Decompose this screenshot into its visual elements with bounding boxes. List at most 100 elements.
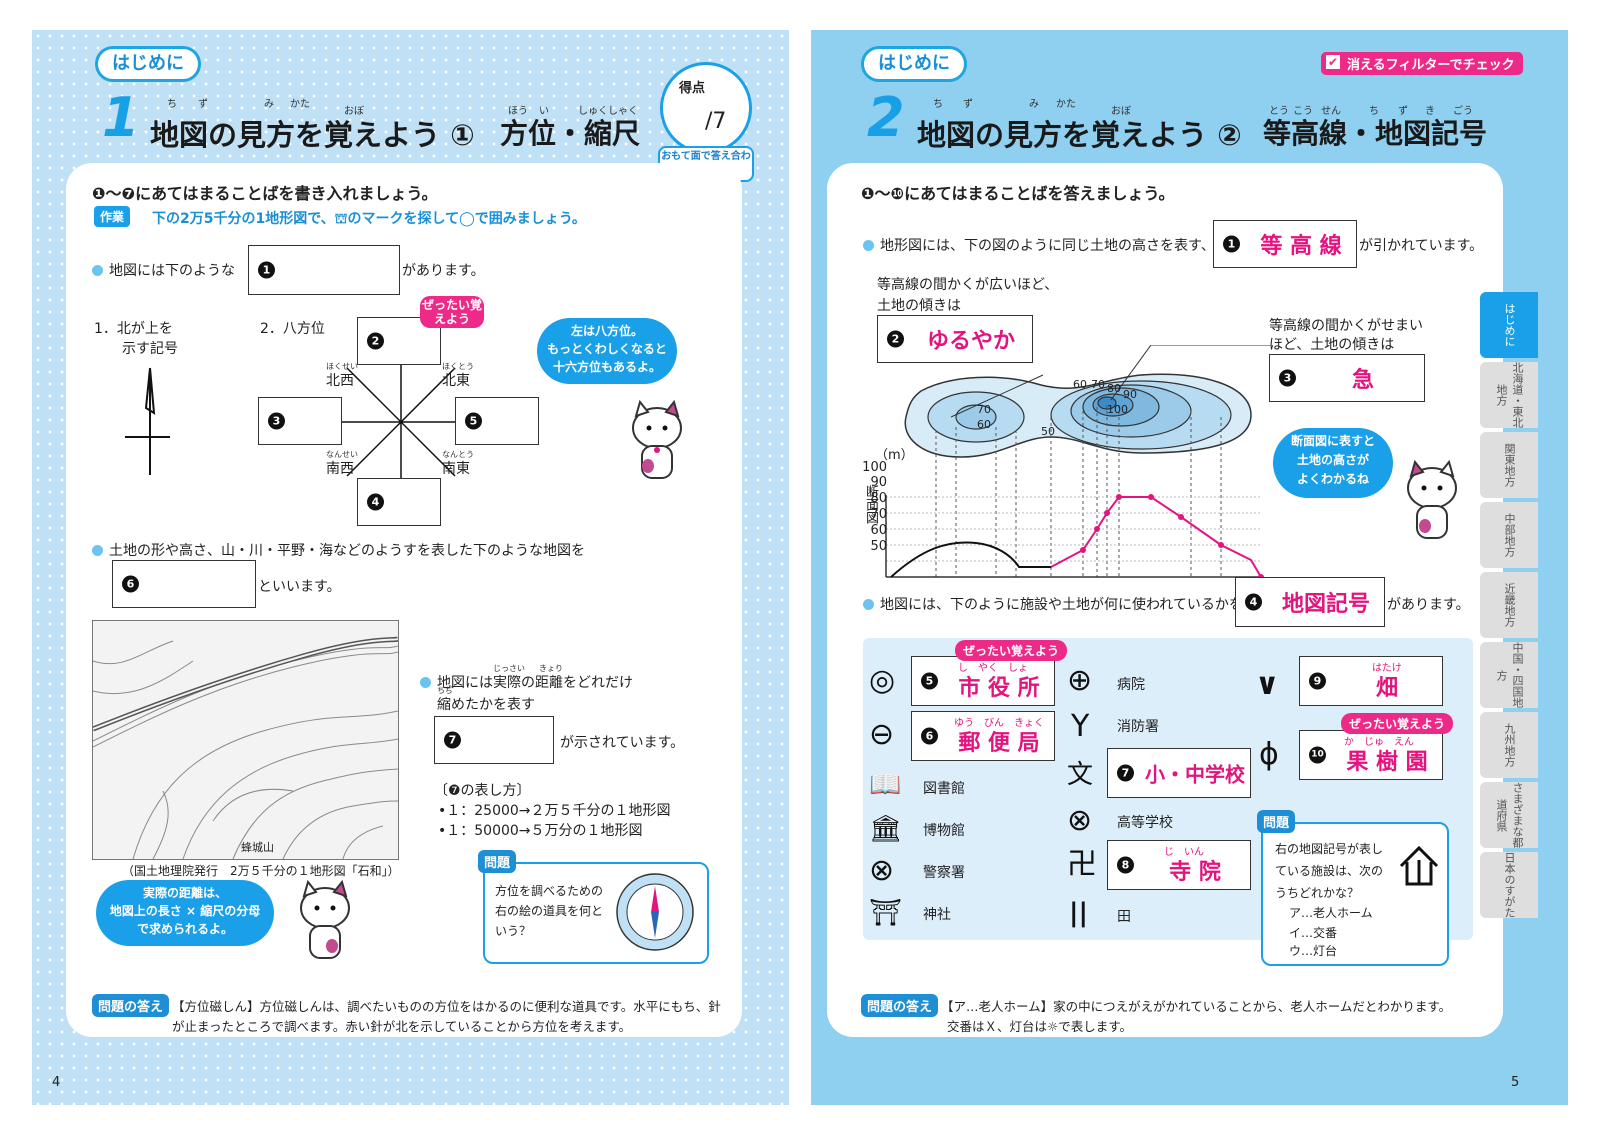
north-symbol [125,367,170,475]
speech-bubble-scale: 実際の距離は、 地図上の長さ × 縮尺の分母 で求められるよ。 [96,880,274,946]
ruby: きょり [539,664,563,673]
topo-map-drawing [93,636,398,859]
answer-box-3[interactable]: 3 [258,397,342,445]
instruction: ❶〜❼にあてはまることばを書き入れましょう。 [92,184,438,203]
speech-bubble-profile: 断面図に表すと 土地の高さが よくわかるね [1273,428,1393,498]
tab-chubu[interactable]: 中部地方 [1480,502,1538,568]
narrow-text: ほど、土地の傾きは [1269,337,1395,353]
problem-box: 右の地図記号が表し ている施設は、次の うちどれかな？ ア…老人ホーム イ…交番… [1261,822,1449,966]
profile-tick: 80 [870,491,887,506]
contour-label: 90 [1123,388,1137,401]
right-page: はじめに ✔ 消えるフィルターでチェック 2 地図の見方を覚えよう ② 等高線・… [811,30,1568,1105]
orchard-symbol-icon: ɸ [1259,737,1279,772]
q7-text-2: 縮めたかを表す [437,697,535,713]
tab-intro[interactable]: はじめに [1480,292,1538,358]
dir-nw: 北西 [326,373,354,389]
map-caption: （国土地理院発行 2万５千分の１地形図「石和」） [122,864,400,878]
dir-ne: 北東 [442,373,470,389]
tab-kyushu[interactable]: 九州地方 [1480,712,1538,778]
ruby: かた [1056,99,1076,110]
page-subtitle: 方位・縮尺 [500,117,641,150]
symbol-label: 病院 [1117,677,1145,693]
zettai-badge: ぜったい覚えよう [420,296,484,328]
fire-station-symbol-icon: Y [1071,709,1090,744]
scale-title: 〔❼の表し方〕 [434,783,531,799]
page-title: 地図の見方を覚えよう ① [150,118,475,152]
q4-post: があります。 [1387,597,1470,613]
problem-option: イ…交番 [1289,926,1338,940]
profile-tick: 90 [870,475,887,490]
problem-option: ア…老人ホーム [1289,906,1373,920]
speech-line: もっとくわしくなると [547,342,667,356]
ruby: ちぢ [437,686,453,695]
tab-kinki[interactable]: 近畿地方 [1480,572,1538,638]
tab-hokkaido-tohoku[interactable]: 北海道・東北地方 [1480,362,1538,428]
cat-mascot-icon [1407,460,1457,539]
score-label: 得点 [679,81,706,96]
intro-label: はじめに [95,46,201,82]
tab-japan[interactable]: 日本のすがた [1480,852,1538,918]
contour-label: 50 [1041,425,1055,438]
answer-box-4[interactable]: 4 [357,478,441,526]
speech-line: 土地の高さが [1296,453,1369,467]
q1-post: があります。 [402,263,485,279]
ruby: なんとう [442,450,474,459]
map-label: 蜂城山 [241,841,274,854]
answer-box-5[interactable]: 5 [455,397,539,445]
answer-box-7[interactable]: 7 [434,716,554,764]
problem-label: 問題 [478,850,517,873]
contour-label: 60 [1073,378,1087,391]
answer-label: 問題の答え [92,994,170,1017]
q1-text: 地図には下のような [92,260,235,280]
answer-box-6[interactable]: 6 [112,560,256,608]
task-label: 作業 [94,206,131,227]
tab-prefectures[interactable]: さまざまな都道府県 [1480,782,1538,848]
ruby: おぼ [1111,106,1131,117]
ruby: ほう [508,106,528,117]
answer-text: 【ア…老人ホーム】家の中につえがえがかれていることから、老人ホームだとわかります… [941,999,1452,1014]
ruby: ず [963,99,973,110]
cat-mascot-icon [300,880,350,959]
speech-line: 十六方位もあるよ。 [552,360,661,374]
speech-line: 断面図に表すと [1290,434,1375,448]
ruby: み [1029,99,1039,110]
profile-side-label: 断面図 [863,485,878,524]
hospital-symbol-icon: ⊕ [1067,663,1093,698]
wide-text: 土地の傾きは [877,298,961,314]
q4-text: 地図には、下のように施設や土地が何に使われているかを示す [863,594,1271,614]
ruby: とう [1269,106,1289,117]
q7-text: 地図には実際の距離をどれだけ [420,672,633,692]
tab-chugoku-shikoku[interactable]: 中国・四国地方 [1480,642,1538,708]
ruby: ず [1398,106,1408,117]
q7-post: が示されています。 [560,735,685,751]
zettai-badge: ぜったい覚えよう [955,640,1068,661]
page-number: 5 [1511,1075,1520,1090]
contour-label: 80 [1107,382,1121,395]
profile-tick: 60 [870,523,887,538]
narrow-text: 等高線の間かくがせまい [1269,318,1423,334]
contour-label: 70 [977,403,991,416]
q1-text: 地形図には、下の図のように同じ土地の高さを表す、 [863,235,1215,255]
profile-tick: 70 [870,507,887,522]
intro-label: はじめに [861,46,967,82]
answer-text: 【方位磁しん】方位磁しんは、調べたいものの方位をはかるのに便利な道具です。水平に… [172,999,721,1014]
contour-label: 60 [977,418,991,431]
scale-item: •１：25000→２万５千分の１地形図 [438,803,671,819]
cat-mascot-icon [632,400,682,479]
ruby: こう [1293,106,1313,117]
tab-kanto[interactable]: 関東地方 [1480,432,1538,498]
problem-line: うちどれかな？ [1275,886,1360,900]
post-office-symbol-icon: ⊖ [869,717,895,752]
answer-box-1[interactable]: 1 [248,245,400,295]
symbol-label: 博物館 [923,823,965,839]
